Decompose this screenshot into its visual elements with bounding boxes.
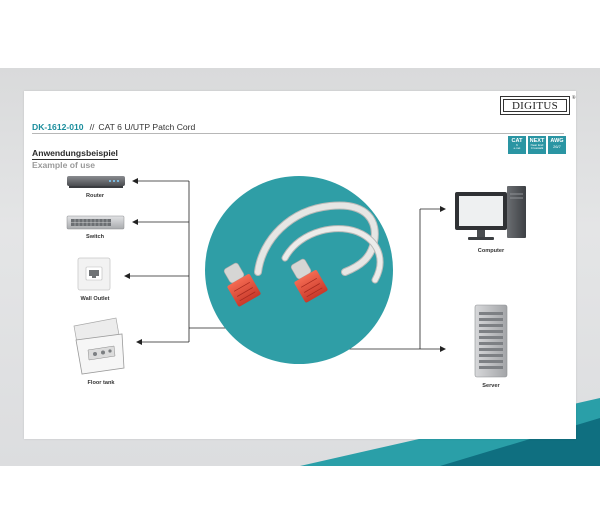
switch-ports (71, 219, 111, 226)
floor-tank-label: Floor tank (87, 380, 115, 386)
floor-tank-socket-2 (101, 350, 105, 355)
badge-awg: AWG 26/7 (548, 136, 566, 154)
router-icon (67, 176, 125, 188)
router-led-2 (113, 180, 115, 182)
left-connector-plug (227, 274, 261, 307)
spec-badges: CAT 6 e.net NEXT Near End Crosstalk AWG … (508, 136, 566, 154)
monitor-screen (459, 196, 503, 226)
badge-next-sub2: Crosstalk (530, 146, 544, 150)
computer-icon (455, 186, 526, 240)
right-rj45-connector (290, 258, 328, 303)
router-body (67, 176, 125, 186)
server-rack (474, 304, 508, 378)
computer-label: Computer (477, 248, 505, 254)
badge-cat-sub1: 6 (516, 143, 518, 147)
badge-next: NEXT Near End Crosstalk (528, 136, 546, 154)
left-connector-boot (223, 262, 245, 284)
server-slot (479, 366, 503, 369)
router-led-3 (117, 180, 119, 182)
badge-next-sub1: Near End (530, 143, 544, 147)
server-slot (479, 312, 503, 315)
product-header: DK-1612-010 //CAT 6 U/UTP Patch Cord (32, 122, 195, 132)
server-slot (479, 324, 503, 327)
badge-awg-main: AWG (550, 138, 564, 144)
badge-cat-main: CAT (511, 138, 523, 144)
server-icon (474, 304, 508, 378)
router-label: Router (85, 193, 105, 199)
server-slot (479, 342, 503, 345)
logo-registered: ® (571, 96, 576, 101)
logo-text: DIGITUS (511, 99, 559, 112)
badge-next-main: NEXT (529, 138, 545, 144)
cable-body (255, 202, 378, 275)
right-plug-rib-2 (304, 283, 320, 293)
badge-cat-sub2: e.net (513, 146, 521, 150)
floor-tank-socket-3 (108, 349, 112, 353)
switch-icon (66, 215, 125, 230)
digitus-logo: DIGITUS ® (500, 96, 576, 115)
cable-loop (282, 226, 383, 283)
left-plug-rib-3 (239, 291, 256, 302)
left-plug-rib-2 (237, 287, 253, 297)
patch-cable (223, 201, 384, 307)
use-section-subtitle: Example of use (32, 160, 96, 170)
product-name: CAT 6 U/UTP Patch Cord (98, 122, 196, 132)
right-connector-plug (294, 270, 328, 303)
switch-label: Switch (85, 234, 105, 240)
wall-outlet-icon (77, 257, 111, 291)
header-separator: // (89, 122, 95, 132)
pc-tower (507, 186, 526, 238)
server-slot (479, 354, 503, 357)
floor-tank-icon (73, 317, 125, 375)
router-base (69, 186, 123, 188)
monitor-stand (468, 237, 494, 240)
badge-cat: CAT 6 e.net (508, 136, 526, 154)
floor-tank-socket-1 (93, 352, 97, 356)
server-slot (479, 330, 503, 333)
monitor-neck (477, 230, 485, 237)
header-divider (32, 133, 564, 134)
wall-outlet-label: Wall Outlet (80, 296, 110, 302)
use-section-title: Anwendungsbeispiel (32, 148, 118, 160)
right-plug-rib-3 (306, 287, 323, 298)
server-slot (479, 360, 503, 363)
product-code: DK-1612-010 (32, 122, 84, 132)
logo-inner-border (503, 99, 567, 112)
server-slot (479, 348, 503, 351)
left-plug-rib-1 (234, 281, 250, 292)
server-slot (479, 318, 503, 321)
server-slot (479, 336, 503, 339)
server-label: Server (482, 383, 500, 389)
badge-awg-sub1: 26/7 (553, 144, 561, 149)
left-rj45-connector (223, 262, 261, 307)
right-connector-boot (290, 258, 312, 280)
outlet-socket (89, 270, 99, 278)
right-plug-rib-1 (301, 277, 317, 288)
router-led-1 (109, 180, 111, 182)
server-slots (479, 312, 503, 369)
